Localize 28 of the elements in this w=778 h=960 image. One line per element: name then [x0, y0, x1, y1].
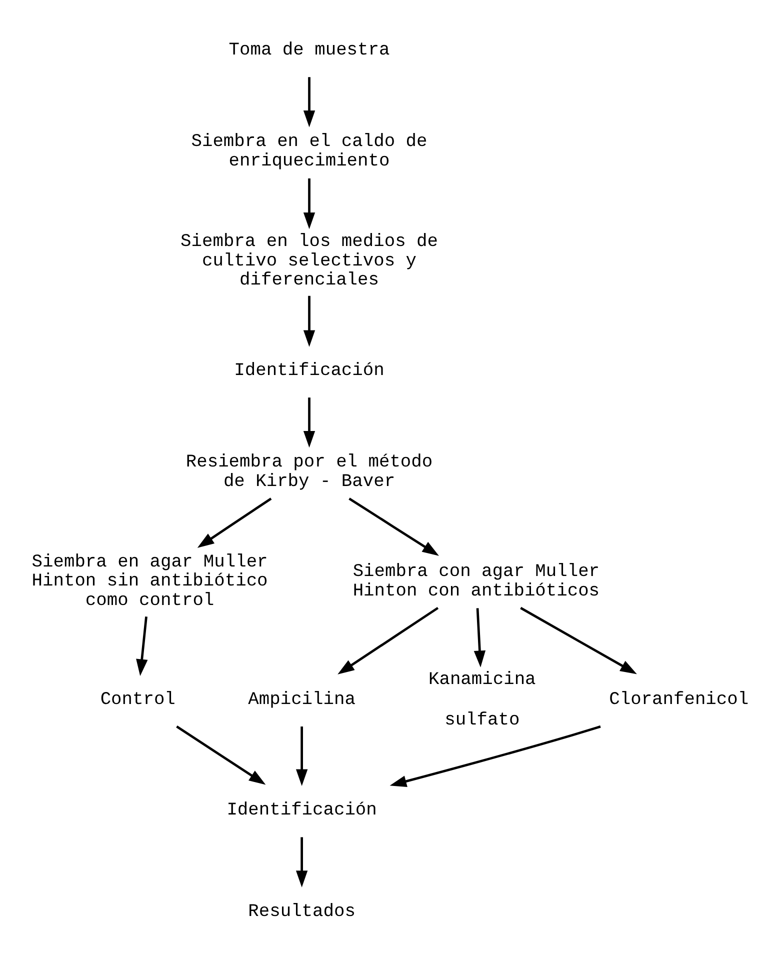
arrow — [303, 295, 316, 346]
arrow — [390, 724, 601, 787]
arrow — [520, 606, 637, 674]
node-text: Identificación — [234, 360, 384, 380]
arrow — [348, 497, 439, 556]
arrow — [303, 397, 316, 448]
arrow — [303, 76, 316, 127]
node-text: Cloranfenicol — [609, 690, 749, 710]
arrow — [136, 616, 148, 676]
node-text: Resultados — [248, 901, 356, 922]
node-text: Identificación — [226, 800, 377, 820]
node-text: Kanamicina — [428, 670, 536, 690]
arrow — [197, 497, 272, 548]
arrow — [303, 178, 316, 229]
arrow — [176, 725, 266, 784]
node-text: Ampicilina — [248, 690, 356, 710]
node-text: Resiembra por el método de Kirby - Baver — [186, 452, 433, 492]
arrow — [296, 836, 308, 887]
node-text: Siembra con agar Muller Hinton con antibióticos — [352, 562, 600, 601]
node-text: Siembra en los medios de cultivo selectivos y diferenciales — [180, 231, 438, 290]
arrow — [296, 726, 308, 786]
node-label: sulfato — [444, 710, 520, 730]
arrow — [338, 606, 439, 674]
arrow — [474, 608, 486, 667]
node-text: Siembra en el caldo de enriquecimiento — [191, 132, 428, 171]
node-text: Control — [100, 690, 176, 710]
node-text: Toma de muestra — [228, 40, 390, 60]
node-text: Siembra en agar Muller Hinton sin antibiótico como control — [32, 552, 268, 611]
